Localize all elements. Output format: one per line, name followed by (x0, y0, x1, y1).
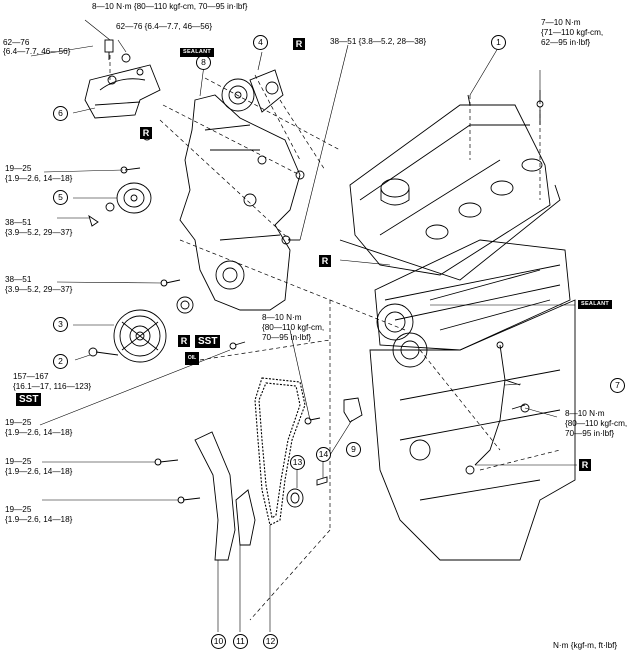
units-note: N·m {kgf-m, ft·lbf} (553, 641, 618, 650)
callout-10: 10 (211, 634, 226, 649)
sst-badge: SST (195, 335, 221, 348)
torque-label: {1.9—2.6, 14—18} (5, 428, 73, 437)
oil-badge: OIL (185, 352, 199, 365)
torque-label: {1.9—2.6, 14—18} (5, 515, 73, 524)
engine-block-part (369, 299, 576, 561)
callout-11: 11 (233, 634, 248, 649)
replace-badge: R (140, 127, 152, 139)
torque-label: 8—10 N·m {80—110 kgf-cm, 70—95 in·lbf} (92, 2, 248, 11)
torque-label: 62—76 (3, 38, 30, 47)
callout-3: 3 (53, 317, 68, 332)
head-cover-part (339, 94, 561, 281)
replace-badge: R (319, 255, 331, 267)
sst-badge: SST (16, 393, 42, 406)
torque-label: 19—25 (5, 418, 32, 427)
torque-label: 70—95 in·lbf} (262, 333, 312, 342)
callout-5: 5 (53, 190, 68, 205)
torque-label: 38—51 (5, 275, 32, 284)
sealant-badge: SEALANT (578, 300, 613, 309)
sealant-badge: SEALANT (180, 48, 215, 57)
cylinder-head-part (374, 239, 571, 368)
torque-label: 62—95 in·lbf} (541, 38, 591, 47)
idler-pulley-part (88, 182, 152, 227)
torque-label: 8—10 N·m (262, 313, 302, 322)
callout-7: 7 (610, 378, 625, 393)
callout-14: 14 (316, 447, 331, 462)
torque-label: 62—76 {6.4—7.7, 46—56} (116, 22, 213, 31)
torque-label: 19—25 (5, 505, 32, 514)
callout-6: 6 (53, 106, 68, 121)
torque-label: {6.4—7.7, 46—56} (3, 47, 71, 56)
crank-pulley-part (88, 309, 167, 363)
torque-label: {80—110 kgf-cm, (262, 323, 325, 332)
engine-mount-part (84, 39, 161, 119)
callout-2: 2 (53, 354, 68, 369)
torque-label: 38—51 (5, 218, 32, 227)
torque-label: 70—95 in·lbf} (565, 429, 615, 438)
torque-label: {71—110 kgf-cm, (541, 28, 604, 37)
sprocket-part (286, 476, 328, 508)
replace-badge: R (178, 335, 190, 347)
dipstick-part (474, 341, 521, 466)
callout-13: 13 (290, 455, 305, 470)
sensor-part (343, 397, 363, 423)
torque-label: 19—25 (5, 164, 32, 173)
replace-badge: R (293, 38, 305, 50)
replace-badge: R (579, 459, 591, 471)
callout-1: 1 (491, 35, 506, 50)
torque-label: {1.9—2.6, 14—18} (5, 467, 73, 476)
torque-label: {16.1—17, 116—123} (13, 382, 92, 391)
timing-cover-part (142, 94, 305, 314)
bolts (120, 90, 544, 504)
torque-label: 8—10 N·m (565, 409, 605, 418)
tensioner-part (221, 69, 284, 113)
torque-label: {80—110 kgf-cm, (565, 419, 628, 428)
torque-label: {3.9—5.2, 29—37} (5, 228, 73, 237)
torque-label: 7—10 N·m (541, 18, 581, 27)
torque-label: {1.9—2.6, 14—18} (5, 174, 73, 183)
timing-chain-part (254, 377, 306, 526)
callout-9: 9 (346, 442, 361, 457)
callout-4: 4 (253, 35, 268, 50)
leader-lines (30, 19, 577, 632)
torque-label: 157—167 (13, 372, 49, 381)
torque-label: 19—25 (5, 457, 32, 466)
chain-guide-part (194, 431, 256, 561)
callout-12: 12 (263, 634, 278, 649)
torque-label: 38—51 {3.8—5.2, 28—38} (330, 37, 427, 46)
callout-8: 8 (196, 55, 211, 70)
torque-label: {3.9—5.2, 29—37} (5, 285, 73, 294)
